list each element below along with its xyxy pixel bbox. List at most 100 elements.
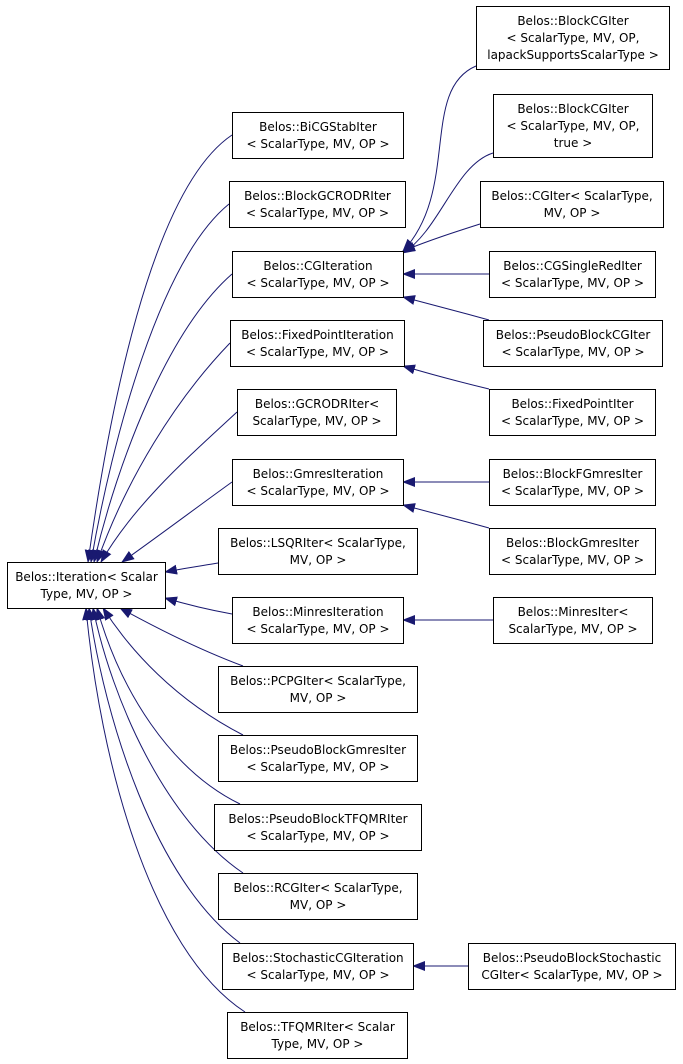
node-box [218, 666, 418, 713]
node-label-line: Belos::BiCGStabIter [259, 120, 377, 134]
node-box [218, 873, 418, 920]
node-label-line: < ScalarType, MV, OP > [246, 206, 389, 220]
node-minresiteration[interactable]: Belos::MinresIteration< ScalarType, MV, … [232, 597, 404, 644]
node-label-line: < ScalarType, MV, OP > [247, 276, 390, 290]
node-label-line: < ScalarType, MV, OP > [247, 760, 390, 774]
node-pseudoblockcg[interactable]: Belos::PseudoBlockCGIter< ScalarType, MV… [483, 320, 663, 367]
node-label-line: < ScalarType, MV, OP > [502, 345, 645, 359]
edge-stochasticcgiteration-to-iteration [85, 607, 241, 944]
node-box [476, 6, 670, 70]
node-label-line: lapackSupportsScalarType > [487, 48, 659, 62]
edge-bicgstab-to-iteration [84, 134, 233, 563]
node-fixedpointiter[interactable]: Belos::FixedPointIter< ScalarType, MV, O… [489, 389, 656, 436]
node-cgiteration[interactable]: Belos::CGIteration< ScalarType, MV, OP > [232, 251, 404, 298]
node-label-line: ScalarType, MV, OP > [508, 622, 637, 636]
node-label-line: Belos::PseudoBlockGmresIter [230, 743, 406, 757]
node-label-line: Belos::BlockGCRODRIter [244, 189, 391, 203]
node-pcpg[interactable]: Belos::PCPGIter< ScalarType,MV, OP > [218, 666, 418, 713]
node-label-line: Type, MV, OP > [271, 1037, 364, 1051]
edge-blockgcrodr-to-iteration [88, 203, 230, 563]
node-label-line: Type, MV, OP > [40, 587, 133, 601]
node-label-line: < ScalarType, MV, OP > [247, 137, 390, 151]
node-bicgstab[interactable]: Belos::BiCGStabIter< ScalarType, MV, OP … [232, 112, 404, 159]
node-gmresiteration[interactable]: Belos::GmresIteration< ScalarType, MV, O… [232, 459, 404, 506]
node-label-line: < ScalarType, MV, OP > [501, 553, 644, 567]
node-label-line: < ScalarType, MV, OP > [247, 622, 390, 636]
node-label-line: MV, OP > [290, 553, 347, 567]
node-iteration[interactable]: Belos::Iteration< ScalarType, MV, OP > [7, 562, 166, 609]
node-label-line: Belos::MinresIteration [252, 605, 383, 619]
node-box [232, 251, 404, 298]
node-label-line: Belos::StochasticCGIteration [232, 951, 403, 965]
node-cgsinglered[interactable]: Belos::CGSingleRedIter< ScalarType, MV, … [489, 251, 656, 298]
node-label-line: Belos::PCPGIter< ScalarType, [230, 674, 406, 688]
edge-pseudoblockcg-to-cgiteration [402, 295, 490, 321]
edge-cgiter-to-cgiteration [402, 223, 481, 252]
node-label-line: Belos::LSQRIter< ScalarType, [230, 536, 406, 550]
node-rcg[interactable]: Belos::RCGIter< ScalarType,MV, OP > [218, 873, 418, 920]
node-fixedpointiteration[interactable]: Belos::FixedPointIteration< ScalarType, … [230, 320, 405, 367]
node-label-line: Belos::GCRODRIter< [255, 397, 379, 411]
node-label-line: Belos::PseudoBlockCGIter [496, 328, 651, 342]
node-box [218, 528, 418, 575]
edge-gmresiteration-to-iteration [121, 481, 233, 563]
node-label-line: < ScalarType, MV, OP > [501, 484, 644, 498]
node-box [489, 389, 656, 436]
node-label-line: MV, OP > [290, 691, 347, 705]
edge-blockgmres-to-gmresiteration [402, 503, 490, 529]
node-tfqmr[interactable]: Belos::TFQMRIter< ScalarType, MV, OP > [227, 1012, 408, 1059]
node-label-line: < ScalarType, MV, OP > [247, 484, 390, 498]
edge-gcrodr-to-iteration [100, 411, 238, 563]
node-pseudoblocktfqmr[interactable]: Belos::PseudoBlockTFQMRIter< ScalarType,… [214, 804, 422, 851]
edge-fixedpointiteration-to-iteration [96, 342, 231, 563]
edge-tfqmr-to-iteration [82, 607, 246, 1013]
node-gcrodr[interactable]: Belos::GCRODRIter<ScalarType, MV, OP > [237, 389, 397, 436]
node-box [237, 389, 397, 436]
node-blockcg_lapack[interactable]: Belos::BlockCGIter< ScalarType, MV, OP,l… [476, 6, 670, 70]
node-box [232, 112, 404, 159]
node-label-line: Belos::CGSingleRedIter [503, 259, 642, 273]
node-label-line: < ScalarType, MV, OP > [246, 345, 389, 359]
node-label-line: Belos::TFQMRIter< Scalar [240, 1020, 395, 1034]
node-box [489, 251, 656, 298]
node-label-line: < ScalarType, MV, OP, [507, 31, 640, 45]
edge-pseudoblockgmres-to-iteration [102, 607, 244, 736]
edge-cgiteration-to-iteration [91, 273, 233, 563]
node-label-line: MV, OP > [544, 206, 601, 220]
node-label-line: Belos::FixedPointIter [511, 397, 633, 411]
node-box [229, 181, 406, 228]
node-label-line: Belos::BlockCGIter [517, 102, 628, 116]
node-box [480, 181, 664, 228]
node-blockgcrodr[interactable]: Belos::BlockGCRODRIter< ScalarType, MV, … [229, 181, 406, 228]
node-blockgmres[interactable]: Belos::BlockGmresIter< ScalarType, MV, O… [489, 528, 656, 575]
node-label-line: < ScalarType, MV, OP > [501, 276, 644, 290]
node-box [7, 562, 166, 609]
node-box [493, 94, 653, 158]
edge-blockcg_true-to-cgiteration [402, 152, 494, 254]
node-label-line: Belos::FixedPointIteration [241, 328, 393, 342]
node-lsqr[interactable]: Belos::LSQRIter< ScalarType,MV, OP > [218, 528, 418, 575]
node-label-line: < ScalarType, MV, OP > [247, 829, 390, 843]
node-box [214, 804, 422, 851]
node-box [489, 459, 656, 506]
edge-fixedpointiter-to-fixedpointiteration [402, 364, 490, 390]
node-box [232, 459, 404, 506]
node-label-line: Belos::PseudoBlockTFQMRIter [228, 812, 407, 826]
node-cgiter[interactable]: Belos::CGIter< ScalarType,MV, OP > [480, 181, 664, 228]
node-box [222, 943, 414, 990]
node-blockcg_true[interactable]: Belos::BlockCGIter< ScalarType, MV, OP,t… [493, 94, 653, 158]
edge-lsqr-to-iteration [164, 562, 219, 575]
node-label-line: Belos::MinresIter< [518, 605, 629, 619]
node-pseudoblockgmres[interactable]: Belos::PseudoBlockGmresIter< ScalarType,… [218, 735, 418, 782]
node-label-line: Belos::PseudoBlockStochastic [483, 951, 661, 965]
nodes-layer: Belos::Iteration< ScalarType, MV, OP >Be… [7, 6, 676, 1059]
edge-minresiteration-to-iteration [164, 596, 233, 615]
node-minresiter[interactable]: Belos::MinresIter<ScalarType, MV, OP > [493, 597, 653, 644]
node-blockfgmres[interactable]: Belos::BlockFGmresIter< ScalarType, MV, … [489, 459, 656, 506]
edge-pcpg-to-iteration [119, 607, 244, 667]
node-stochasticcgiteration[interactable]: Belos::StochasticCGIteration< ScalarType… [222, 943, 414, 990]
node-box [493, 597, 653, 644]
node-box [483, 320, 663, 367]
